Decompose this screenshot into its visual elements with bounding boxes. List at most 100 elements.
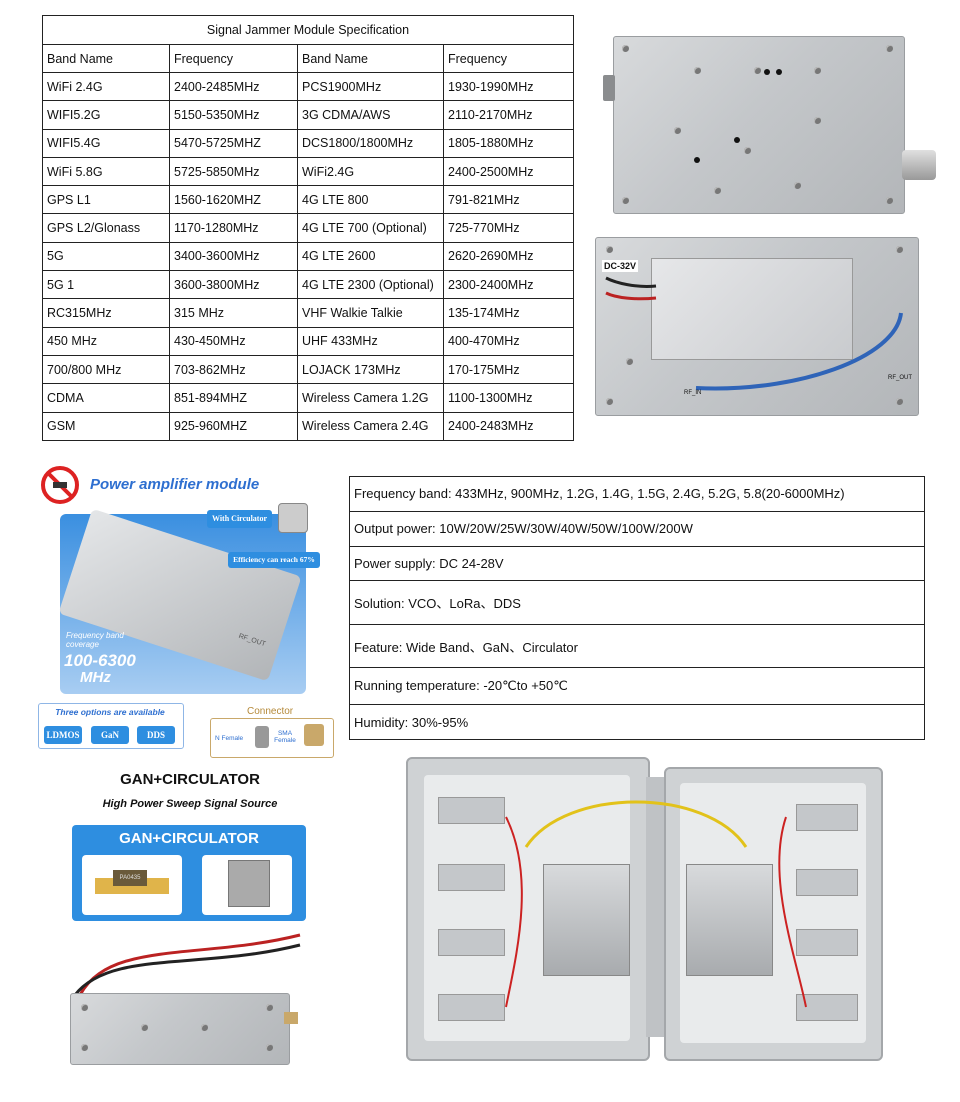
gan-sma-connector (284, 1012, 298, 1024)
module (438, 864, 505, 891)
table-row: Humidity: 30%-95% (349, 704, 925, 740)
frequency-cell: 1930-1990MHz (443, 71, 574, 102)
spec-table-title: Signal Jammer Module Specification (42, 15, 574, 45)
band-name-cell: WiFi2.4G (297, 156, 444, 187)
frequency-cell: 725-770MHz (443, 213, 574, 243)
options-box (38, 703, 184, 749)
no-drone-icon (40, 465, 80, 505)
enclosure-hinge (646, 777, 664, 1037)
gan-banner-title: GAN+CIRCULATOR (119, 830, 259, 847)
band-name-cell: 4G LTE 800 (297, 185, 444, 215)
frequency-cell: 3600-3800MHz (169, 270, 298, 300)
table-row: Feature: Wide Band、GaN、Circulator (349, 623, 925, 669)
coverage-label: Frequency band coverage (66, 631, 124, 649)
band-name-cell: 5G 1 (42, 270, 170, 300)
band-name-cell: CDMA (42, 383, 170, 413)
band-name-cell: 4G LTE 700 (Optional) (297, 213, 444, 243)
frequency-cell: 2300-2400MHz (443, 270, 574, 300)
frequency-cell: 2400-2483MHz (443, 411, 574, 441)
with-circulator-badge: With Circulator (207, 510, 272, 528)
feature-cell: Output power: 10W/20W/25W/30W/40W/50W/10… (349, 510, 925, 547)
module (796, 929, 858, 956)
frequency-cell: 2620-2690MHz (443, 241, 574, 272)
n-connector (902, 150, 936, 180)
frequency-cell: 2400-2500MHz (443, 156, 574, 187)
band-name-cell: VHF Walkie Talkie (297, 298, 444, 328)
sma-connector (603, 75, 615, 101)
band-name-cell: 700/800 MHz (42, 354, 170, 385)
band-name-cell: UHF 433MHz (297, 326, 444, 356)
rf-in-label: RF_IN (684, 390, 702, 396)
connector-n-female: N Female (215, 735, 244, 742)
option-ldmos: LDMOS (44, 726, 82, 744)
frequency-cell: 315 MHz (169, 298, 298, 328)
sma-female-icon (304, 724, 324, 746)
options-title: Three options are available (55, 707, 165, 717)
band-name-cell: WiFi 5.8G (42, 156, 170, 187)
frequency-cell: 791-821MHz (443, 185, 574, 215)
enclosure-right-half (664, 767, 883, 1061)
enclosure-left-half (406, 757, 650, 1061)
gan-circulator-subtitle: High Power Sweep Signal Source (102, 798, 278, 810)
band-name-cell: 4G LTE 2600 (297, 241, 444, 272)
band-name-cell: GSM (42, 411, 170, 441)
feature-cell: Power supply: DC 24-28V (349, 545, 925, 582)
frequency-cell: 703-862MHz (169, 354, 298, 385)
option-dds: DDS (137, 726, 175, 744)
rf-out-label: RF_OUT (888, 375, 912, 381)
band-name-cell: WIFI5.2G (42, 100, 170, 130)
frequency-cell: 1560-1620MHZ (169, 185, 298, 215)
enclosure-wiring (505, 800, 807, 1008)
frequency-cell: 1100-1300MHz (443, 383, 574, 413)
band-name-cell: 3G CDMA/AWS (297, 100, 444, 130)
frequency-cell: 1805-1880MHz (443, 128, 574, 158)
gan-module-photo (70, 993, 290, 1065)
table-row: Solution: VCO、LoRa、DDS (349, 580, 925, 625)
frequency-cell: 851-894MHZ (169, 383, 298, 413)
power-supply (686, 864, 773, 976)
table-row: Output power: 10W/20W/25W/30W/40W/50W/10… (349, 510, 925, 547)
jammer-module-photo-open: DC-32V RF_OUT RF_IN (595, 237, 919, 416)
coverage-unit: MHz (80, 669, 111, 686)
connector-box (210, 718, 334, 758)
band-name-cell: LOJACK 173MHz (297, 354, 444, 385)
jammer-module-photo-top (613, 36, 905, 214)
band-name-cell: GPS L1 (42, 185, 170, 215)
jammer-enclosure-photo (406, 757, 911, 1061)
circuit-cover (651, 258, 853, 360)
band-name-cell: WIFI5.4G (42, 128, 170, 158)
frequency-cell: 5150-5350MHz (169, 100, 298, 130)
feature-cell: Feature: Wide Band、GaN、Circulator (349, 623, 925, 669)
header-band-name: Band Name (297, 44, 444, 73)
gan-chip-label: PA0435 (113, 870, 147, 886)
band-name-cell: DCS1800/1800MHz (297, 128, 444, 158)
connector-title: Connector (245, 706, 296, 717)
table-row: Running temperature: -20℃to +50℃ (349, 667, 925, 706)
frequency-cell: 2110-2170MHz (443, 100, 574, 130)
band-name-cell: 5G (42, 241, 170, 272)
frequency-cell: 135-174MHz (443, 298, 574, 328)
module (796, 994, 858, 1021)
band-name-cell: Wireless Camera 2.4G (297, 411, 444, 441)
band-name-cell: GPS L2/Glonass (42, 213, 170, 243)
frequency-cell: 925-960MHZ (169, 411, 298, 441)
dc-label: DC-32V (602, 260, 639, 272)
feature-cell: Running temperature: -20℃to +50℃ (349, 667, 925, 706)
header-frequency: Frequency (169, 44, 298, 73)
feature-cell: Humidity: 30%-95% (349, 704, 925, 740)
pa-module-heading: Power amplifier module (90, 476, 260, 493)
feature-cell: Solution: VCO、LoRa、DDS (349, 580, 925, 625)
feature-table: Frequency band: 433MHz, 900MHz, 1.2G, 1.… (349, 476, 925, 740)
spec-table: Signal Jammer Module Specification Band … (42, 15, 574, 441)
circulator-part (228, 860, 270, 907)
frequency-cell: 5725-5850MHz (169, 156, 298, 187)
module (438, 929, 505, 956)
